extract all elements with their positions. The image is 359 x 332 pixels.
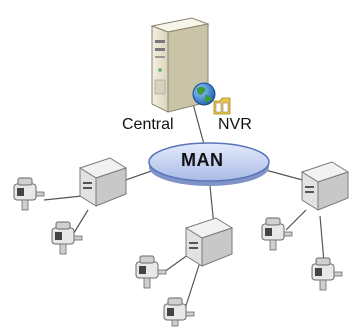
man-label: MAN xyxy=(181,150,224,170)
network-switch-icon xyxy=(300,161,350,211)
camera-icon xyxy=(261,217,293,251)
link-right-switch-cam2 xyxy=(319,215,325,263)
nvr-label: NVR xyxy=(218,116,252,133)
globe-icon xyxy=(192,82,216,106)
link-bottom-switch-cam2 xyxy=(183,261,201,313)
folder-icon xyxy=(213,97,231,115)
camera-icon xyxy=(135,255,167,289)
camera-icon xyxy=(51,221,83,255)
link-left-switch-cam1 xyxy=(43,195,83,201)
connection-lines xyxy=(43,99,325,313)
man-cloud xyxy=(148,142,270,186)
camera-icon xyxy=(13,177,45,211)
central-label: Central xyxy=(122,116,174,133)
link-right-switch-cam1 xyxy=(285,209,307,231)
camera-icon xyxy=(311,257,343,291)
network-switch-icon xyxy=(184,217,234,267)
camera-icon xyxy=(163,297,195,327)
link-man-to-central xyxy=(191,99,206,149)
link-left-switch-cam2 xyxy=(71,209,89,237)
network-switch-icon xyxy=(78,157,128,207)
